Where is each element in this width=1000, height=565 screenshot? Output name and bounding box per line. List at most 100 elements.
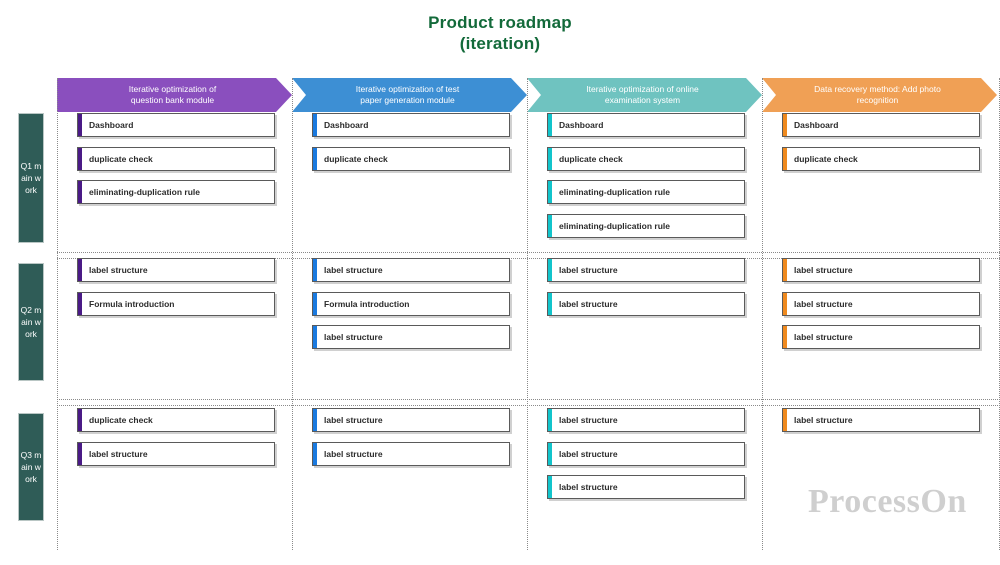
column-header-label-line1: Iterative optimization of test	[355, 84, 460, 94]
card-label: eliminating-duplication rule	[89, 187, 200, 197]
task-card[interactable]: label structure	[547, 258, 745, 282]
card-label: Dashboard	[89, 120, 134, 130]
card-label: label structure	[324, 265, 383, 275]
task-card[interactable]: label structure	[312, 441, 510, 466]
card-label: label structure	[794, 298, 853, 309]
column-separator-2	[527, 78, 528, 550]
task-card[interactable]: label structure	[782, 325, 980, 349]
task-card[interactable]: Dashboard	[77, 113, 275, 137]
card-label: label structure	[794, 332, 853, 342]
card-label: label structure	[324, 332, 383, 342]
card-accent-bar	[313, 114, 317, 136]
card-label: label structure	[794, 265, 853, 275]
row-separator-0	[57, 252, 1000, 253]
card-accent-bar	[313, 442, 317, 465]
card-accent-bar	[548, 214, 552, 237]
card-accent-bar	[78, 409, 82, 431]
task-card[interactable]: label structure	[547, 408, 745, 432]
task-card[interactable]: label structure	[312, 408, 510, 432]
task-card[interactable]: label structure	[782, 258, 980, 282]
page-title-line1: Product roadmap	[428, 13, 572, 32]
row-separator-3	[57, 405, 1000, 406]
card-accent-bar	[548, 476, 552, 498]
card-label: label structure	[324, 448, 383, 459]
card-accent-bar	[548, 147, 552, 170]
card-accent-bar	[548, 181, 552, 203]
card-accent-bar	[78, 147, 82, 170]
card-accent-bar	[548, 114, 552, 136]
card-accent-bar	[313, 409, 317, 431]
task-card[interactable]: Formula introduction	[77, 291, 275, 316]
card-accent-bar	[313, 326, 317, 348]
task-card[interactable]: label structure	[312, 258, 510, 282]
card-accent-bar	[78, 114, 82, 136]
card-accent-bar	[313, 259, 317, 281]
processon-watermark: ProcessOn	[808, 483, 967, 520]
card-label: Formula introduction	[324, 298, 410, 309]
column-header-label-line2: question bank module	[130, 95, 215, 105]
card-label: Dashboard	[794, 120, 839, 130]
column-separator-1	[292, 78, 293, 550]
card-label: label structure	[559, 482, 618, 492]
page-title: Product roadmap (iteration)	[0, 12, 1000, 54]
row-separator-2	[57, 399, 1000, 400]
card-label: duplicate check	[559, 153, 623, 164]
task-card[interactable]: duplicate check	[547, 146, 745, 171]
task-card[interactable]: eliminating-duplication rule	[547, 180, 745, 204]
task-card[interactable]: duplicate check	[312, 146, 510, 171]
card-label: duplicate check	[89, 153, 153, 164]
task-card[interactable]: duplicate check	[77, 408, 275, 432]
card-accent-bar	[783, 292, 787, 315]
card-accent-bar	[78, 442, 82, 465]
task-card[interactable]: eliminating-duplication rule	[547, 213, 745, 238]
card-label: Formula introduction	[89, 298, 175, 309]
card-label: label structure	[324, 415, 383, 425]
column-header-label-line1: Iterative optimization of	[128, 84, 217, 94]
task-card[interactable]: label structure	[547, 475, 745, 499]
card-accent-bar	[783, 114, 787, 136]
row-label-q3: Q3 main work	[18, 413, 44, 521]
card-label: duplicate check	[89, 415, 153, 425]
card-label: Dashboard	[324, 120, 369, 130]
task-card[interactable]: Dashboard	[547, 113, 745, 137]
card-accent-bar	[783, 147, 787, 170]
row-label-q1: Q1 main work	[18, 113, 44, 243]
task-card[interactable]: duplicate check	[782, 146, 980, 171]
card-accent-bar	[548, 292, 552, 315]
column-header-label-line2: examination system	[604, 95, 681, 105]
task-card[interactable]: label structure	[782, 408, 980, 432]
card-label: duplicate check	[324, 153, 388, 164]
card-label: eliminating-duplication rule	[559, 220, 670, 231]
task-card[interactable]: label structure	[312, 325, 510, 349]
card-accent-bar	[548, 409, 552, 431]
task-card[interactable]: Dashboard	[782, 113, 980, 137]
task-card[interactable]: duplicate check	[77, 146, 275, 171]
task-card[interactable]: label structure	[547, 441, 745, 466]
card-label: label structure	[559, 298, 618, 309]
task-card[interactable]: Formula introduction	[312, 291, 510, 316]
column-header-label-line2: recognition	[856, 95, 899, 105]
task-card[interactable]: label structure	[547, 291, 745, 316]
card-accent-bar	[548, 259, 552, 281]
row-label-q2: Q2 main work	[18, 263, 44, 381]
card-label: label structure	[89, 448, 148, 459]
task-card[interactable]: label structure	[782, 291, 980, 316]
card-label: eliminating-duplication rule	[559, 187, 670, 197]
task-card[interactable]: label structure	[77, 441, 275, 466]
column-separator-3	[762, 78, 763, 550]
page-title-line2: (iteration)	[459, 34, 541, 53]
card-accent-bar	[313, 292, 317, 315]
card-label: label structure	[559, 448, 618, 459]
task-card[interactable]: Dashboard	[312, 113, 510, 137]
column-separator-0	[57, 78, 58, 550]
card-accent-bar	[548, 442, 552, 465]
card-accent-bar	[783, 259, 787, 281]
card-label: Dashboard	[559, 120, 604, 130]
task-card[interactable]: eliminating-duplication rule	[77, 180, 275, 204]
task-card[interactable]: label structure	[77, 258, 275, 282]
